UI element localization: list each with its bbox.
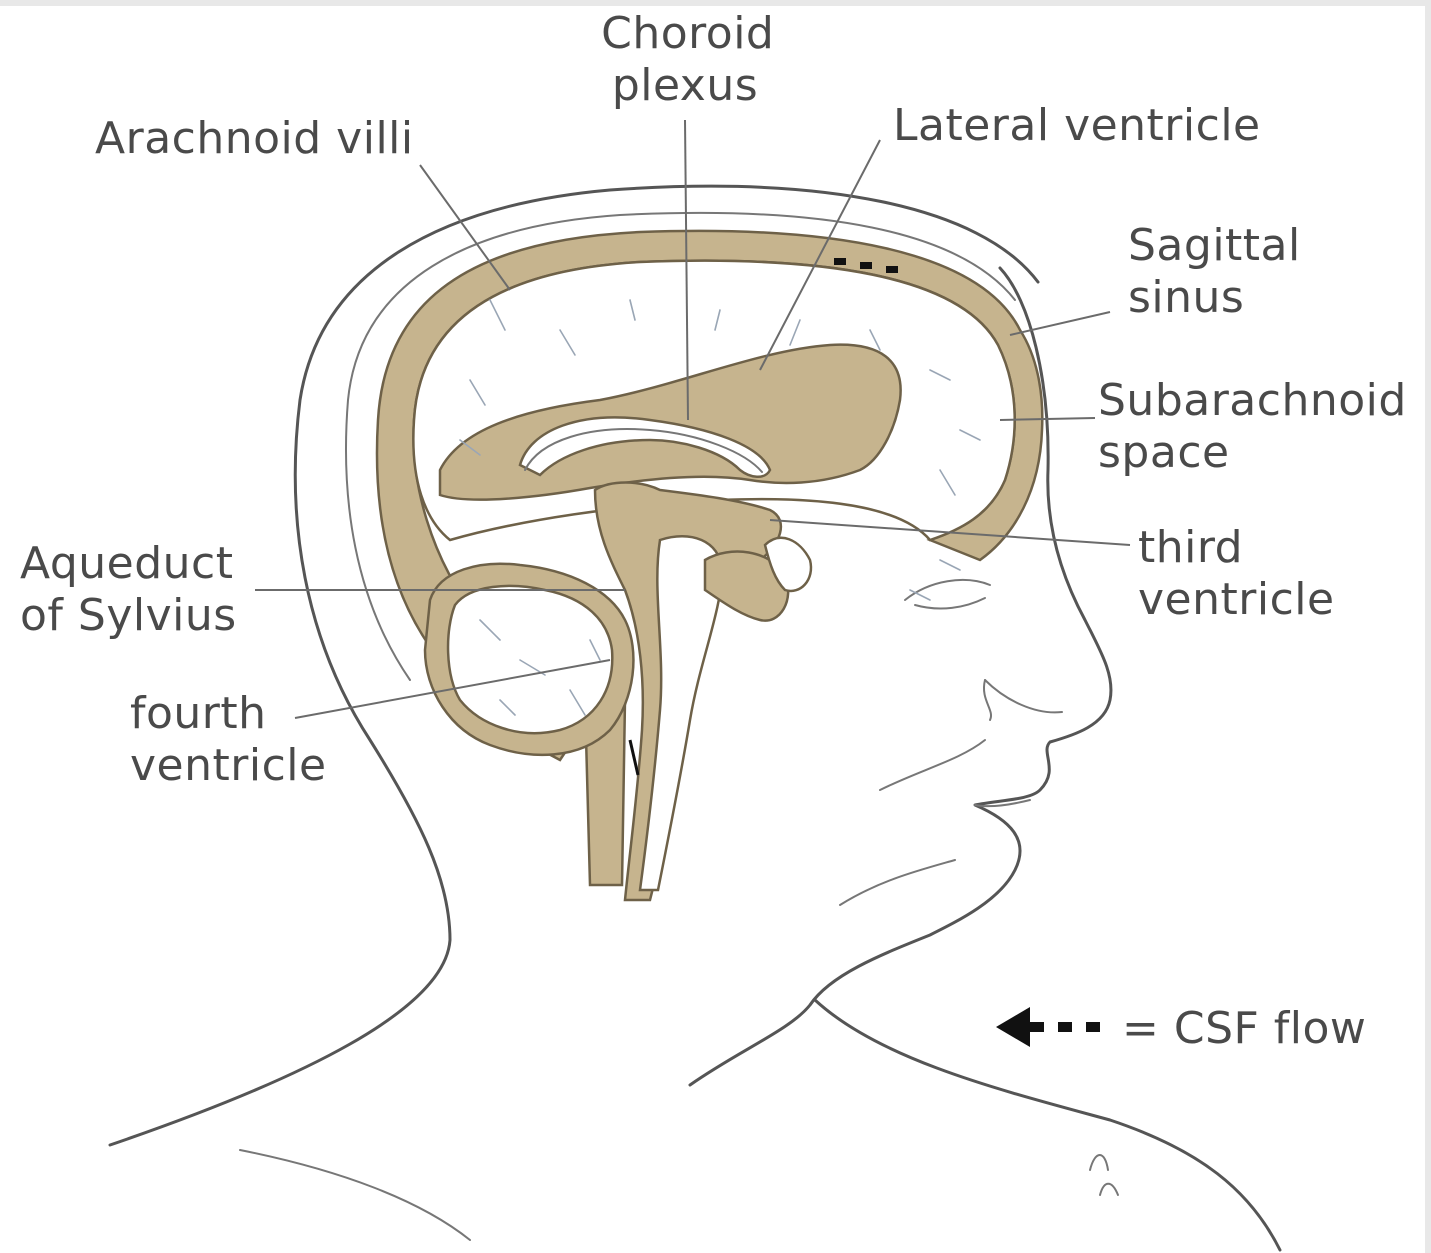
label-aqueduct-of-sylvius: Aqueduct of Sylvius	[20, 538, 248, 641]
label-sagittal-sinus: Sagittal sinus	[1128, 220, 1315, 323]
cerebellum	[425, 564, 633, 755]
label-third-ventricle: third ventricle	[1138, 522, 1335, 625]
legend-csf-flow-text: = CSF flow	[1122, 1003, 1366, 1054]
label-subarachnoid-space: Subarachnoid space	[1098, 375, 1421, 478]
label-arachnoid-villi: Arachnoid villi	[95, 113, 414, 164]
label-fourth-ventricle: fourth ventricle	[130, 688, 327, 791]
label-choroid-plexus: Choroid plexus	[601, 8, 789, 111]
csf-flow-legend: = CSF flow	[996, 1003, 1366, 1054]
dashed-arrow-left-icon	[996, 1007, 1100, 1047]
label-lateral-ventricle: Lateral ventricle	[893, 100, 1261, 151]
